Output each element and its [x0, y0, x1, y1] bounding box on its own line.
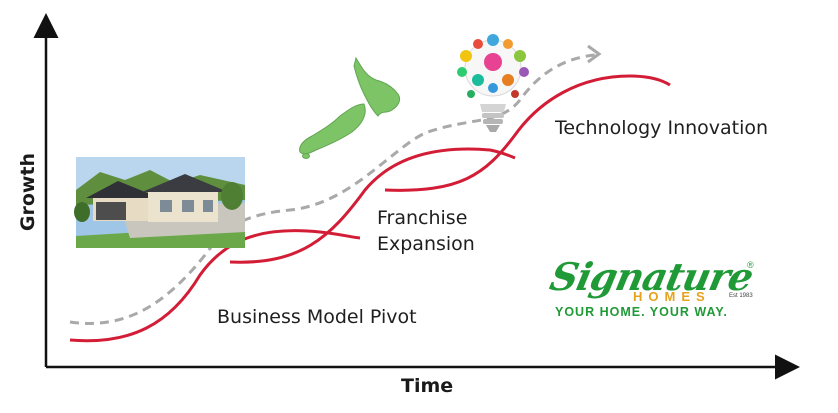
new-zealand-map-icon	[299, 56, 401, 159]
stage-label-expansion: Expansion	[377, 233, 475, 255]
s-curve-1	[69, 229, 361, 343]
s-curve-3	[384, 74, 671, 192]
stage-label-franchise: Franchise	[377, 207, 468, 229]
logo-tagline: YOUR HOME. YOUR WAY.	[555, 305, 728, 319]
trend-dashed-line	[69, 53, 596, 325]
logo-registered-mark: ®	[747, 260, 754, 270]
s-curve-2	[229, 147, 516, 264]
stage-label-business-model-pivot: Business Model Pivot	[217, 306, 417, 328]
logo-est: Est 1983	[729, 293, 753, 299]
signature-homes-logo: Signature ® HOMES Est 1983 YOUR HOME. YO…	[533, 254, 765, 326]
trend-arrowhead	[587, 44, 602, 64]
stage-label-technology-innovation: Technology Innovation	[555, 117, 769, 139]
y-axis-title: Growth	[17, 152, 39, 232]
logo-homes: HOMES	[633, 289, 711, 304]
lightbulb-icon	[457, 34, 529, 132]
x-axis-title: Time	[401, 375, 454, 397]
house-photo	[74, 157, 245, 248]
